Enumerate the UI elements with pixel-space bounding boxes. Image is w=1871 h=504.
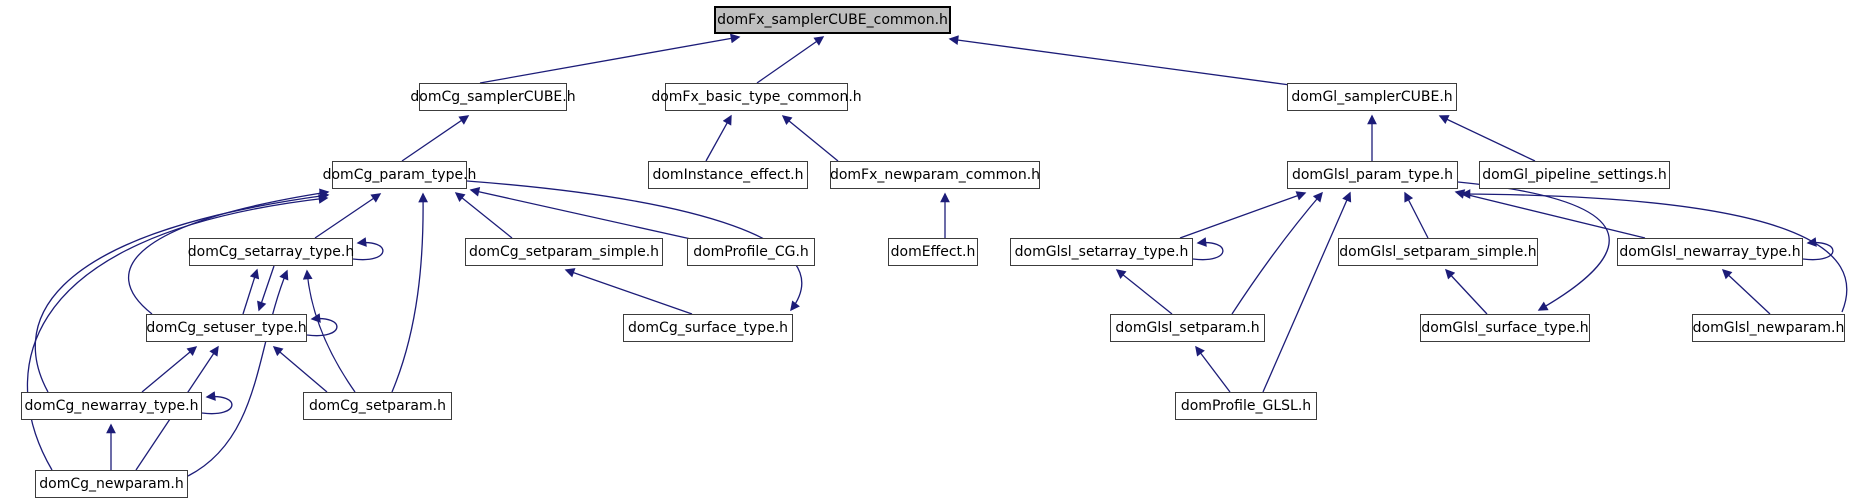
graph-node-cg_surface_type[interactable]: domCg_surface_type.h [623,314,793,342]
graph-edge-cg_setparam-to-cg_setarray_type [302,269,356,393]
graph-node-cg_setparam[interactable]: domCg_setparam.h [303,392,452,420]
graph-edge-gl_samplercube-to-fx_samplercube_common [948,35,1291,86]
graph-edge-instance_effect-to-fx_basic_type_common [705,114,732,162]
graph-edge-glsl_param_type-to-glsl_surface_type [1457,181,1610,311]
graph-edge-cg_newarray_type-to-cg_setuser_type [141,346,198,393]
graph-node-glsl_newarray_type[interactable]: domGlsl_newarray_type.h [1617,238,1803,266]
graph-edge-cg_newparam-to-cg_param_type [26,194,329,471]
graph-edge-profile_cg-to-cg_param_type [469,187,701,242]
graph-edge-cg_setparam_simple-to-cg_param_type [454,192,513,239]
graph-edge-fx_basic_type_common-to-fx_samplercube_common [756,36,825,84]
graph-edge-cg_setparam-to-cg_param_type [391,192,428,393]
graph-node-glsl_setarray_type[interactable]: domGlsl_setarray_type.h [1010,238,1193,266]
graph-edge-glsl_newparam-to-glsl_param_type [1460,189,1848,313]
graph-edge-profile_glsl-to-glsl_setparam [1195,345,1231,393]
graph-node-cg_newparam[interactable]: domCg_newparam.h [35,470,188,498]
graph-node-cg_newarray_type[interactable]: domCg_newarray_type.h [21,392,202,420]
graph-edge-glsl_setparam-to-glsl_param_type [1231,191,1323,315]
graph-node-glsl_setparam[interactable]: domGlsl_setparam.h [1110,314,1265,342]
graph-edge-cg_setuser_type-to-cg_param_type [127,188,330,315]
graph-node-cg_param_type[interactable]: domCg_param_type.h [323,161,476,189]
graph-edge-glsl_setparam-to-glsl_setarray_type [1115,269,1173,315]
graph-node-instance_effect[interactable]: domInstance_effect.h [648,161,808,189]
graph-edge-glsl_surface_type-to-glsl_setparam_simple [1445,268,1488,315]
graph-edge-glsl_newarray_type-to-glsl_param_type [1454,189,1646,239]
graph-node-glsl_setparam_simple[interactable]: domGlsl_setparam_simple.h [1338,238,1538,266]
graph-edge-profile_glsl-to-glsl_param_type [1262,191,1352,393]
graph-node-effect[interactable]: domEffect.h [888,238,978,266]
graph-node-profile_glsl[interactable]: domProfile_GLSL.h [1175,392,1317,420]
graph-self-loop-glsl_newarray_type [1802,237,1834,261]
graph-self-loop-cg_setarray_type [352,237,384,261]
graph-self-loop-cg_setuser_type [306,313,338,337]
graph-edge-cg_surface_type-to-cg_setparam_simple [564,268,693,315]
graph-node-profile_cg[interactable]: domProfile_CG.h [687,238,815,266]
graph-edge-cg_setparam-to-cg_setuser_type [272,346,328,393]
graph-node-fx_basic_type_common[interactable]: domFx_basic_type_common.h [651,83,862,111]
graph-node-fx_newparam_common[interactable]: domFx_newparam_common.h [830,161,1040,189]
graph-edge-cg_setarray_type-to-cg_param_type [314,193,382,239]
graph-edge-glsl_setparam_simple-to-glsl_param_type [1404,191,1429,239]
graph-edge-cg_setarray_type-to-cg_setuser_type [257,265,275,312]
graph-edge-fx_newparam_common-to-fx_basic_type_common [781,115,839,162]
graph-edge-cg_newarray_type-to-cg_param_type [34,191,330,393]
graph-node-gl_pipeline_settings[interactable]: domGl_pipeline_settings.h [1479,161,1670,189]
graph-node-cg_samplercube[interactable]: domCg_samplerCUBE.h [410,83,576,111]
graph-node-cg_setarray_type[interactable]: domCg_setarray_type.h [188,238,354,266]
graph-edge-cg_param_type-to-cg_surface_type [466,180,803,312]
graph-node-cg_setuser_type[interactable]: domCg_setuser_type.h [146,314,307,342]
graph-self-loop-glsl_setarray_type [1192,237,1224,261]
graph-node-gl_samplercube[interactable]: domGl_samplerCUBE.h [1287,83,1457,111]
graph-edge-glsl_setarray_type-to-glsl_param_type [1179,191,1307,239]
graph-self-loop-cg_newarray_type [201,391,233,415]
graph-node-glsl_surface_type[interactable]: domGlsl_surface_type.h [1420,314,1590,342]
graph-edge-cg_setuser_type-to-cg_setarray_type [242,268,260,315]
graph-edge-glsl_newparam-to-glsl_newarray_type [1721,269,1771,315]
graph-node-cg_setparam_simple[interactable]: domCg_setparam_simple.h [465,238,663,266]
graph-edge-cg_samplercube-to-fx_samplercube_common [479,33,741,84]
graph-node-glsl_param_type[interactable]: domGlsl_param_type.h [1287,161,1458,189]
graph-node-glsl_newparam[interactable]: domGlsl_newparam.h [1692,314,1845,342]
graph-edge-gl_pipeline_settings-to-gl_samplercube [1438,115,1536,162]
graph-node-fx_samplercube_common: domFx_samplerCUBE_common.h [714,6,951,34]
graph-edge-cg_param_type-to-cg_samplercube [401,115,470,162]
graph-edge-cg_newparam-to-cg_setarray_type [187,269,289,477]
